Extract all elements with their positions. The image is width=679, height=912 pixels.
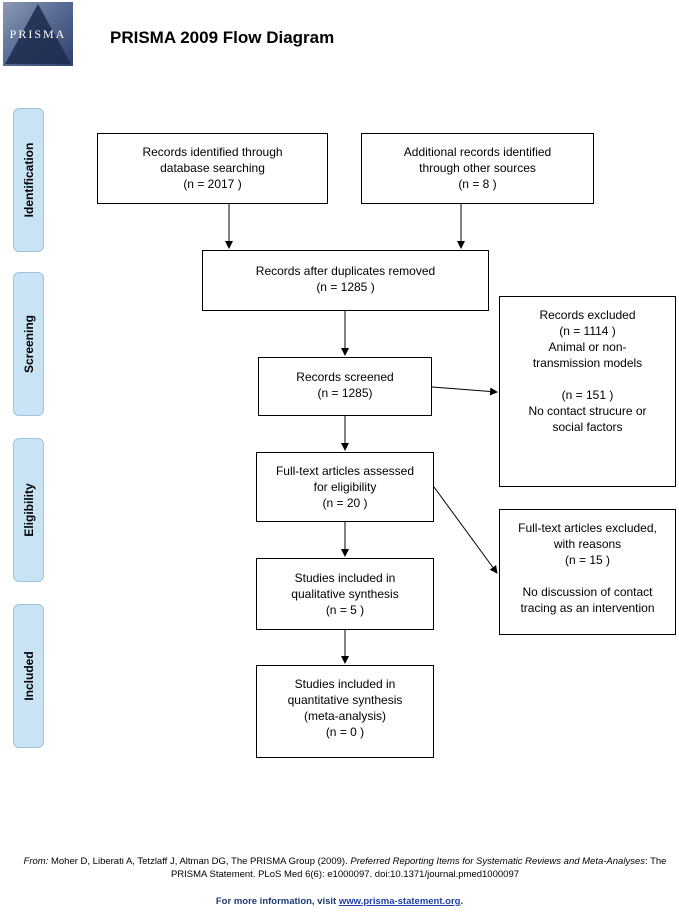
box-records-excluded: Records excluded (n = 1114 ) Animal or n… (499, 296, 676, 487)
box-duplicates-removed: Records after duplicates removed (n = 12… (202, 250, 489, 311)
stage-eligibility: Eligibility (13, 438, 44, 582)
prisma-triangle-icon (5, 4, 71, 64)
more-info-suffix: . (460, 896, 464, 907)
box-records-screened: Records screened (n = 1285) (258, 357, 432, 416)
citation: From: Moher D, Liberati A, Tetzlaff J, A… (20, 855, 670, 881)
box-records-identified: Records identified through database sear… (97, 133, 328, 204)
page-title: PRISMA 2009 Flow Diagram (110, 28, 335, 47)
box-additional-records: Additional records identified through ot… (361, 133, 594, 204)
prisma-logo: PRISMA (3, 2, 73, 66)
box-fulltext-excluded: Full-text articles excluded, with reason… (499, 509, 676, 635)
box-quantitative-synthesis: Studies included in quantitative synthes… (256, 665, 434, 758)
box-fulltext-assessed: Full-text articles assessed for eligibil… (256, 452, 434, 522)
prisma-website-link[interactable]: www.prisma-statement.org (338, 896, 461, 907)
citation-title: Preferred Reporting Items for Systematic… (350, 856, 645, 867)
citation-from-label: From: (23, 856, 49, 867)
stage-identification: Identification (13, 108, 44, 252)
citation-journal: : The PRISMA Statement. PLoS Med 6(6): e… (170, 856, 667, 880)
citation-authors: Moher D, Liberati A, Tetzlaff J, Altman … (50, 856, 351, 867)
stage-screening: Screening (13, 272, 44, 416)
more-info-prefix: For more information, visit (215, 896, 339, 907)
more-info-line: For more information, visit www.prisma-s… (0, 896, 679, 907)
arrow-screened-to-excluded (431, 386, 498, 396)
stage-included: Included (13, 604, 44, 748)
arrow-assessed-to-fulltext-excluded (433, 486, 498, 574)
box-qualitative-synthesis: Studies included in qualitative synthesi… (256, 558, 434, 630)
logo-text: PRISMA (9, 27, 67, 41)
